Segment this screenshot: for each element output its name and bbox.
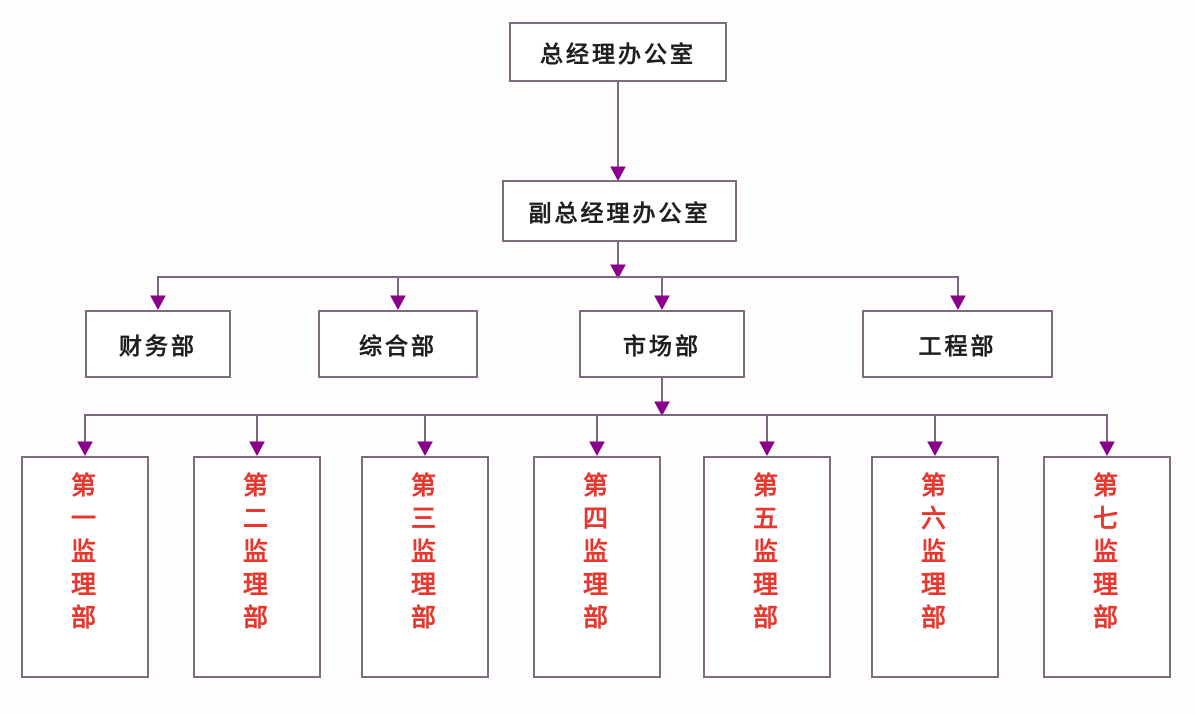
arrowhead-down-icon bbox=[589, 441, 605, 457]
node-supervision-dept-3: 第三监理部 bbox=[361, 456, 489, 678]
node-market-dept: 市场部 bbox=[579, 310, 745, 378]
connector-supervision-2 bbox=[249, 414, 265, 457]
connector-dept-engineering bbox=[950, 276, 966, 311]
arrowhead-down-icon bbox=[927, 441, 943, 457]
arrowhead-down-icon bbox=[77, 441, 93, 457]
node-label: 第四监理部 bbox=[582, 471, 611, 632]
arrowhead-down-icon bbox=[610, 166, 626, 182]
connector-supervision-4 bbox=[589, 414, 605, 457]
connector-dept-general bbox=[390, 276, 406, 311]
node-label: 总经理办公室 bbox=[540, 42, 696, 68]
node-finance-dept: 财务部 bbox=[85, 310, 231, 378]
node-label: 第二监理部 bbox=[242, 471, 271, 632]
arrowhead-down-icon bbox=[654, 401, 670, 417]
arrowhead-down-icon bbox=[610, 264, 626, 280]
node-deputy-general-manager-office: 副总经理办公室 bbox=[502, 180, 737, 242]
node-supervision-dept-5: 第五监理部 bbox=[703, 456, 831, 678]
node-label: 第七监理部 bbox=[1092, 471, 1121, 632]
connector-supervision-3 bbox=[417, 414, 433, 457]
node-label: 综合部 bbox=[359, 334, 437, 360]
connector-deputy-bus bbox=[157, 242, 959, 280]
arrowhead-down-icon bbox=[150, 295, 166, 311]
node-supervision-dept-2: 第二监理部 bbox=[193, 456, 321, 678]
node-label: 副总经理办公室 bbox=[528, 201, 711, 227]
node-supervision-dept-6: 第六监理部 bbox=[871, 456, 999, 678]
arrowhead-down-icon bbox=[1099, 441, 1115, 457]
connector-supervision-5 bbox=[759, 414, 775, 457]
connector-supervision-7 bbox=[1099, 414, 1115, 457]
node-label: 工程部 bbox=[918, 334, 997, 360]
arrowhead-down-icon bbox=[654, 295, 670, 311]
node-label: 财务部 bbox=[119, 334, 197, 360]
connector-supervision-1 bbox=[77, 414, 93, 457]
node-supervision-dept-4: 第四监理部 bbox=[533, 456, 661, 678]
node-general-manager-office: 总经理办公室 bbox=[509, 22, 727, 82]
node-general-affairs-dept: 综合部 bbox=[318, 310, 478, 378]
arrowhead-down-icon bbox=[249, 441, 265, 457]
connector-dept-market bbox=[654, 276, 670, 311]
connector-dept-finance bbox=[150, 276, 166, 311]
node-engineering-dept: 工程部 bbox=[862, 310, 1053, 378]
node-label: 第五监理部 bbox=[752, 471, 781, 632]
node-label: 第三监理部 bbox=[410, 471, 439, 632]
arrowhead-down-icon bbox=[390, 295, 406, 311]
node-label: 第一监理部 bbox=[70, 471, 99, 632]
connector-market-bus bbox=[84, 378, 1108, 417]
arrowhead-down-icon bbox=[759, 441, 775, 457]
connector-root-deputy bbox=[610, 82, 626, 182]
node-label: 市场部 bbox=[623, 334, 701, 360]
arrowhead-down-icon bbox=[417, 441, 433, 457]
node-supervision-dept-7: 第七监理部 bbox=[1043, 456, 1171, 678]
node-label: 第六监理部 bbox=[920, 471, 949, 632]
arrowhead-down-icon bbox=[950, 295, 966, 311]
node-supervision-dept-1: 第一监理部 bbox=[21, 456, 149, 678]
connector-supervision-6 bbox=[927, 414, 943, 457]
